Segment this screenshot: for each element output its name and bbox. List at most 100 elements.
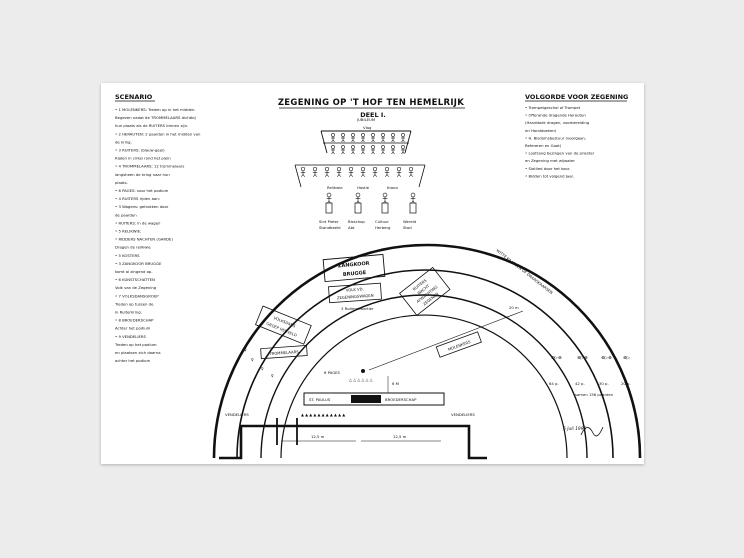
vendeliers-left: VENDELIERS <box>225 412 249 417</box>
dimension-20m: 20 m <box>509 305 519 310</box>
svg-text:⊗▷⊗: ⊗▷⊗ <box>601 356 612 361</box>
scenario-line: • 8 BROEDERSCHAP <box>115 318 154 323</box>
ring-note: samen 156 paarden <box>575 392 614 397</box>
svg-text:Herberg: Herberg <box>375 225 391 230</box>
pages-label: 6 PAGES <box>324 370 341 375</box>
svg-text:♀: ♀ <box>251 357 254 362</box>
relikwie-label: Hostie <box>357 185 370 190</box>
svg-text:Stad: Stad <box>403 225 412 230</box>
scenario-line: • 6 KUNSTSCHATTEN <box>115 277 155 282</box>
svg-text:⊗▷⊗: ⊗▷⊗ <box>577 356 588 361</box>
svg-text:TROMMELAARS: TROMMELAARS <box>268 349 299 356</box>
dimension-right: 12,5 m <box>393 434 407 439</box>
scenario-line: langsheen de kring naar hun <box>115 172 170 177</box>
podium <box>303 392 445 406</box>
right-heading: VOLGORDE VOOR ZEGENING <box>525 93 628 101</box>
broederschap-label: BROEDERSCHAP <box>385 397 417 402</box>
scenario-line: • 9 VENDELIERS <box>115 334 147 339</box>
ceremony-layout-diagram: ZEGENING OP 'T HOF TEN HEMELRIJK DEEL I.… <box>114 93 642 460</box>
ring-count-2: 42 p. <box>575 381 585 386</box>
svg-text:BRUGGE: BRUGGE <box>343 270 367 278</box>
svg-text:ZEGENINGSWAGEN: ZEGENINGSWAGEN <box>337 293 374 301</box>
dimension-left: 12,5 m <box>311 434 325 439</box>
svg-text:♀: ♀ <box>244 347 247 352</box>
scenario-line: Treden op tussen de <box>114 301 154 306</box>
scenario-line: • RUITERS: in de wagen <box>115 220 161 225</box>
flag-marks: ▲ ▲ ▲ ▲ ▲ ▲ ▲ ▲ ▲ ▲ ▲ <box>301 412 345 417</box>
ring-count-3: 30 p. <box>599 381 609 386</box>
svg-text:⊗▷: ⊗▷ <box>623 356 631 361</box>
svg-text:Standbeeld: Standbeeld <box>319 225 341 230</box>
diagram-title: ZEGENING OP 'T HOF TEN HEMELRIJK <box>278 98 464 108</box>
top-band-figures <box>331 133 405 155</box>
svg-text:♀: ♀ <box>261 366 264 371</box>
volgorde-line: • Offerande dragende Herauten <box>525 113 586 118</box>
volgorde-line: • Slotlied door het koor. <box>525 166 570 171</box>
statue-figures: Sint PieterStandbeeldBisschopAbtCultuurH… <box>319 185 417 230</box>
scenario-line: • 4 RUITERS rijden aan: <box>115 196 160 201</box>
trommelaars-box: TROMMELAARS <box>260 345 308 360</box>
scenario-line: komt al zingend op. <box>115 269 153 274</box>
dimension-6m: 6 M <box>392 381 399 386</box>
ruiters-box: RUITERS WACHT AFWACHTING ZEGENEN <box>399 266 451 316</box>
zangkoor-box: ZANGKOOR BRUGGE <box>322 253 386 283</box>
svg-text:Abt: Abt <box>348 225 355 230</box>
svg-text:Wereld: Wereld <box>403 219 417 224</box>
drawing-sheet: ZEGENING OP 'T HOF TEN HEMELRIJK DEEL I.… <box>101 83 644 464</box>
scenario-line: • 1 MOLENKERS: Treden op in het midden. <box>115 107 196 112</box>
scenario-line: Volk van de Zegening <box>115 285 157 290</box>
volgorde-line: en Zegening met wijwater <box>525 158 575 163</box>
ring-count-4: 20 p. <box>621 381 631 386</box>
paulus-label: ST. PAULUS <box>309 397 331 402</box>
pages-marks: △ △ △ △ △ △ <box>349 377 373 382</box>
diagram-subtitle: DEEL I. <box>360 111 386 119</box>
ring-markers: ⊗▷⊗ ⊗▷⊗ ⊗▷⊗ ⊗▷ <box>551 356 631 361</box>
volgorde-line: (Handdoek dragen, voorbereiding <box>525 120 590 125</box>
jubileum-label: JUBILEUM <box>356 117 375 122</box>
vendeliers-right: VENDELIERS <box>451 412 475 417</box>
scenario-line: Dragen de relikwie <box>115 245 151 250</box>
relikwie-label: Kroon <box>387 185 399 190</box>
volksdans-box: VOLKSDANS GROEP HEUVELD <box>255 305 312 345</box>
volgorde-line: • Bidden tot volgend Jaar. <box>525 173 574 178</box>
scenario-line: • 5 RELIKWIE: <box>115 229 141 234</box>
left-heading: SCENARIO <box>115 93 153 101</box>
volgorde-line: Refereren en Gaat) <box>525 143 562 148</box>
center-point <box>361 369 365 373</box>
scenario-line: • 7 VOLKSDANSGROEP <box>115 293 159 298</box>
ring-2 <box>236 269 614 459</box>
ring-count-1: 64 p. <box>549 381 559 386</box>
scenario-line: Rijden in cirkel rond het plein <box>115 156 171 161</box>
mid-band-figures <box>300 166 414 177</box>
stage-outline <box>219 424 487 460</box>
scenario-line: • 2 HERAUTEN: 2 paarden in het midden va… <box>115 131 201 136</box>
scenario-line: • 6 PAGES: voor het podium <box>115 188 169 193</box>
scenario-line: • 3 Wagens: getrokken door <box>115 204 169 209</box>
scenario-line: achter het podium <box>115 358 150 363</box>
scenario-line: • 5 KOSTERS <box>115 253 140 258</box>
svg-text:Sint Pieter: Sint Pieter <box>319 219 339 224</box>
volgorde-line: • Loofzang bezingen van de priester <box>525 151 595 156</box>
ring-3 <box>260 294 588 459</box>
svg-text:Cultuur: Cultuur <box>375 219 389 224</box>
scenario-list: • 1 MOLENKERS: Treden op in het midden.B… <box>114 107 201 363</box>
volgorde-line: • Trompetgeschal of Trompet <box>525 105 581 110</box>
scenario-line: Treden op het podium <box>114 342 157 347</box>
scenario-line: en plaatsen zich daarna <box>115 350 161 355</box>
scenario-line: in Ruiterkring. <box>115 310 142 315</box>
dimension-20m-line <box>368 310 524 371</box>
scenario-line: de kring. <box>115 139 132 144</box>
scenario-line: • 3 RUITERS: (blauw-geel) <box>115 148 165 153</box>
scenario-line: • RIDDERS NACHTEN (GARDE) <box>115 237 173 242</box>
top-vlag-label: Vlag <box>363 125 372 130</box>
signature-scribble <box>580 426 604 437</box>
relikwie-label: Relikwie <box>327 185 343 190</box>
svg-text:⊗▷⊗: ⊗▷⊗ <box>551 356 562 361</box>
scenario-line: Achter het podium <box>115 326 151 331</box>
signature-date: 6 Juli 1995 <box>563 426 586 432</box>
svg-text:Bisschop: Bisschop <box>348 219 365 224</box>
volk-box: VOLK VD. ZEGENINGSWAGEN <box>328 282 382 304</box>
volgorde-line: en Handdoeken) <box>525 128 557 133</box>
